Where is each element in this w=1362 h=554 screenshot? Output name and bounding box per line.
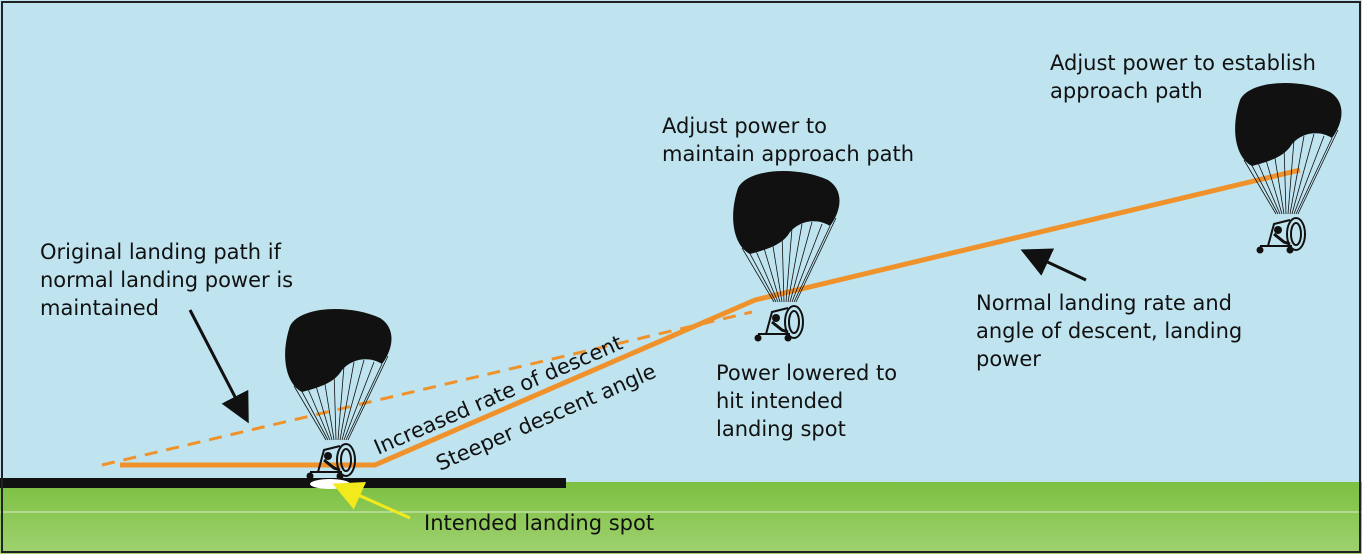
original-path-label: Original landing path if normal landing …: [40, 240, 300, 320]
runway: [0, 478, 566, 488]
landing-spot-label: Intended landing spot: [424, 511, 654, 535]
normal-rate-arrow: [1020, 248, 1087, 282]
actual-landing-path: [120, 167, 1301, 468]
adjust-maintain-label: Adjust power to maintain approach path: [662, 114, 914, 166]
landing-spot-arrow: [332, 482, 411, 520]
original-landing-path: [101, 310, 753, 467]
normal-rate-label: Normal landing rate and angle of descent…: [976, 291, 1249, 371]
adjust-establish-label: Adjust power to establish approach path: [1050, 51, 1323, 103]
original-path-arrow: [188, 309, 249, 424]
power-lowered-label: Power lowered to hit intended landing sp…: [716, 361, 904, 441]
grass-ground: [0, 482, 1362, 554]
